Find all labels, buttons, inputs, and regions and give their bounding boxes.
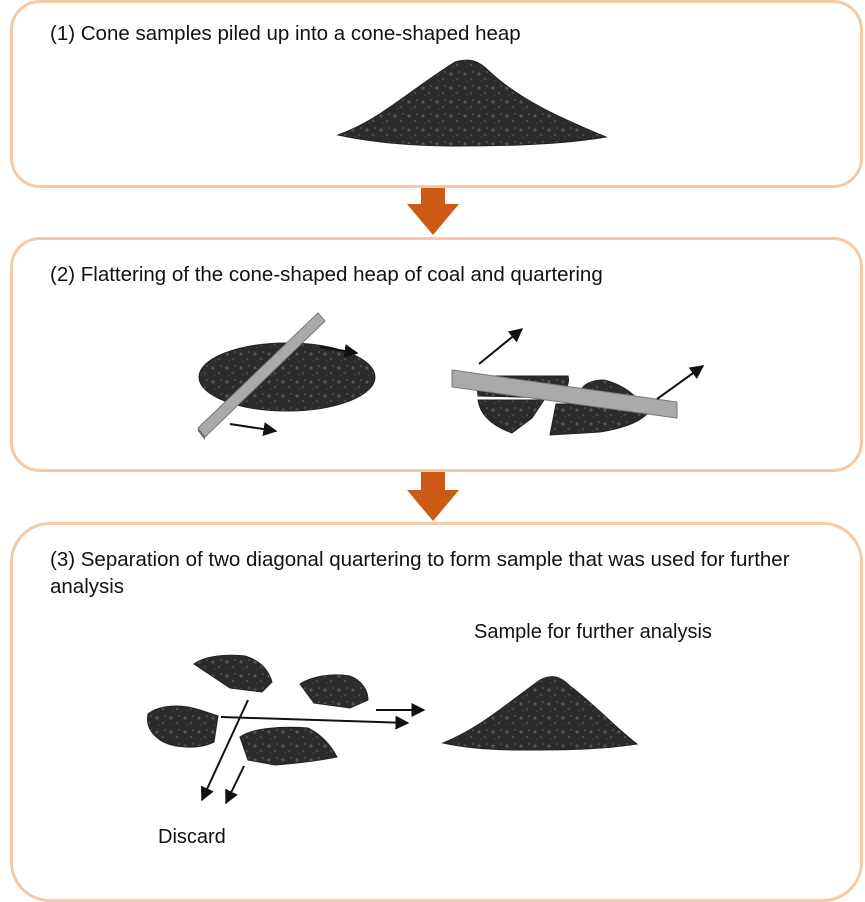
collect-arrow	[220, 715, 410, 730]
discard-arrow-1	[200, 699, 249, 802]
spreading-blade	[197, 312, 326, 438]
sample-label: Sample for further analysis	[474, 621, 712, 643]
cone-heap	[336, 59, 608, 147]
discard-label: Discard	[158, 826, 226, 848]
piece-top	[193, 654, 273, 693]
quarter-bottom-left	[477, 399, 545, 434]
step-1-caption: (1) Cone samples piled up into a cone-sh…	[50, 22, 521, 45]
process-illustration	[147, 59, 705, 805]
step-arrow-1	[407, 188, 459, 235]
quarter-arrow-left	[478, 328, 524, 365]
piece-right	[299, 674, 369, 709]
sample-cone	[441, 676, 639, 751]
step-3-caption: (3) Separation of two diagonal quarterin…	[50, 548, 790, 598]
step-2-caption: (2) Flattering of the cone-shaped heap o…	[50, 263, 603, 286]
flatten-arrow-right	[319, 344, 359, 358]
piece-bottom	[239, 726, 338, 766]
step-arrow-2	[407, 472, 459, 521]
piece-left	[147, 705, 219, 748]
quartering-blade	[451, 369, 678, 419]
step-2-panel	[10, 237, 863, 472]
quarter-arrow-right	[656, 365, 705, 400]
blade-edge	[198, 428, 205, 440]
discard-arrow-2	[225, 765, 245, 805]
flatten-arrow-bottom	[229, 422, 278, 437]
